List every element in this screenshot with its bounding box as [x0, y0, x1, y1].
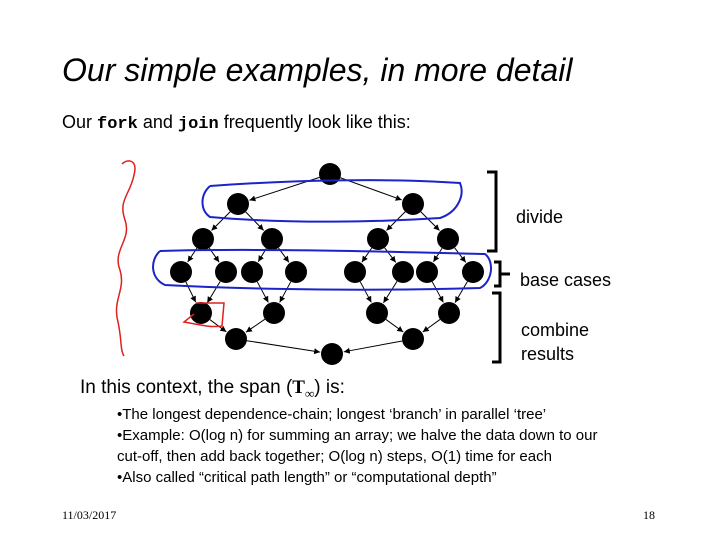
base-cases-highlight-loop — [152, 248, 492, 291]
join-code: join — [177, 115, 219, 134]
dependency-arrow — [420, 211, 440, 231]
task-node — [462, 261, 484, 283]
dependency-arrow — [361, 247, 373, 263]
bullet-item: •The longest dependence-chain; longest ‘… — [117, 406, 547, 423]
divide-highlight-loop — [201, 179, 463, 223]
task-node — [438, 302, 460, 324]
task-node — [192, 228, 214, 250]
task-node — [263, 302, 285, 324]
dependency-arrow — [245, 211, 264, 231]
dependency-arrow — [206, 281, 221, 304]
task-node — [225, 328, 247, 350]
dependency-arrow — [245, 318, 266, 333]
dependency-arrow — [385, 319, 404, 333]
task-node — [344, 261, 366, 283]
span-definition: In this context, the span (T∞) is: — [80, 377, 345, 402]
intro-text-part: frequently look like this: — [218, 112, 411, 132]
dependency-arrow — [359, 281, 372, 303]
combine-label: combine — [521, 320, 590, 340]
combine-bracket — [492, 291, 502, 364]
span-symbol-letter: T — [292, 377, 305, 398]
dependency-arrow — [454, 281, 468, 303]
dependency-arrow — [340, 177, 402, 201]
task-node — [227, 193, 249, 215]
leaf-highlight-mark — [182, 302, 225, 328]
task-node — [402, 328, 424, 350]
intro-text-part: Our — [62, 112, 98, 132]
dependency-arrow — [384, 247, 397, 263]
task-node — [437, 228, 459, 250]
dependency-arrow — [433, 248, 443, 263]
task-node — [190, 302, 212, 324]
intro-text: Our fork and join frequently look like t… — [62, 112, 411, 134]
dependency-arrow — [343, 340, 403, 354]
slide-number: 18 — [643, 508, 655, 522]
intro-text-part: and — [137, 112, 178, 132]
task-node — [416, 261, 438, 283]
results-label: results — [521, 344, 575, 364]
span-text: ) is: — [314, 377, 345, 398]
task-node — [170, 261, 192, 283]
task-node — [366, 302, 388, 324]
task-node — [285, 261, 307, 283]
bullet-item: cut-off, then add back together; O(log n… — [117, 448, 552, 465]
task-node — [215, 261, 237, 283]
task-node — [319, 163, 341, 185]
dependency-arrow — [431, 281, 444, 303]
bullet-item: •Also called “critical path length” or “… — [117, 469, 497, 486]
dependency-arrow — [185, 281, 197, 303]
bullet-item: •Example: O(log n) for summing an array;… — [117, 427, 598, 444]
span-symbol: T∞ — [292, 377, 315, 401]
dependency-arrow — [383, 281, 398, 304]
divide-label: divide — [516, 207, 564, 227]
base-cases-label: base cases — [520, 270, 612, 290]
base-cases-bracket — [494, 260, 510, 288]
task-node — [261, 228, 283, 250]
slide-title: Our simple examples, in more detail — [62, 52, 573, 88]
bullet-list: •The longest dependence-chain; longest ‘… — [117, 404, 707, 488]
dependency-arrow — [246, 340, 321, 355]
divide-bracket — [487, 170, 498, 253]
fork-code: fork — [97, 115, 138, 134]
task-node — [392, 261, 414, 283]
span-text: In this context, the span ( — [80, 377, 293, 398]
span-symbol-subscript: ∞ — [304, 385, 315, 401]
slide-date: 11/03/2017 — [62, 508, 117, 522]
dependency-arrow — [211, 211, 231, 231]
dependency-arrow — [454, 247, 467, 263]
task-node — [241, 261, 263, 283]
task-node — [402, 193, 424, 215]
dependency-arrow — [256, 281, 269, 303]
dependency-arrow — [279, 281, 292, 303]
task-node — [367, 228, 389, 250]
task-node — [321, 343, 343, 365]
left-squiggle — [115, 160, 136, 357]
dependency-arrow — [422, 319, 441, 333]
